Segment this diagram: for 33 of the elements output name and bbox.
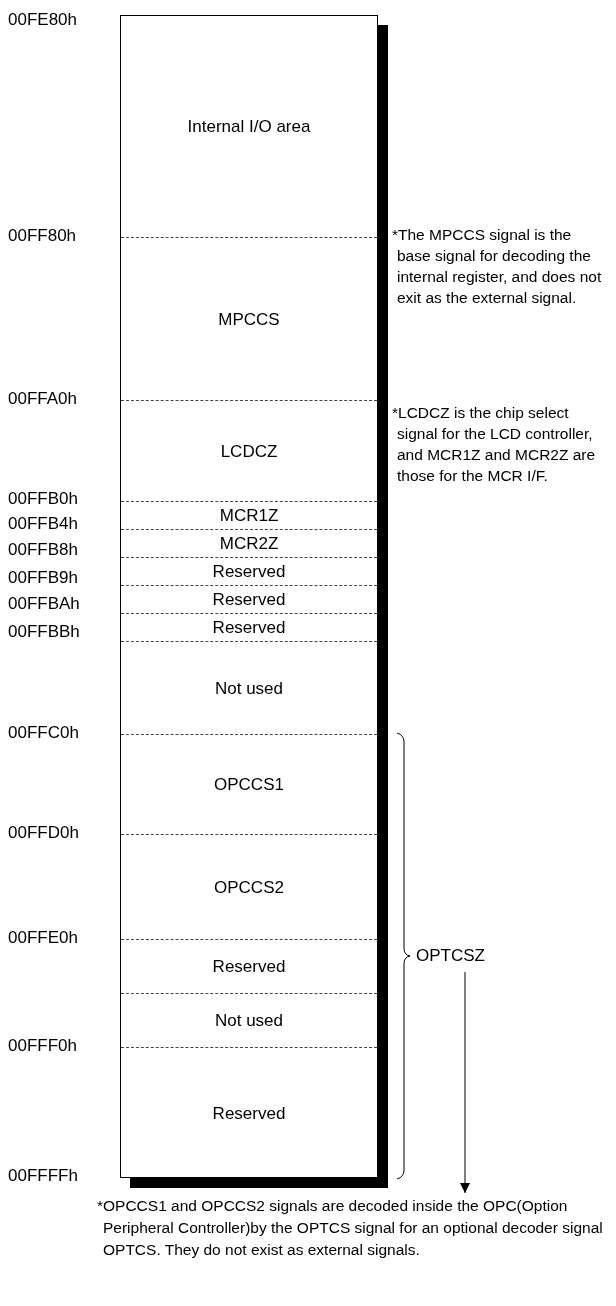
address-label: 00FE80h <box>8 10 77 30</box>
signal-label: OPTCSZ <box>416 944 516 968</box>
address-label: 00FFF0h <box>8 1036 77 1056</box>
arrow <box>460 971 470 1194</box>
region-label: Reserved <box>212 1105 286 1122</box>
address-label: 00FFD0h <box>8 823 79 843</box>
region-label: OPCCS1 <box>214 776 284 793</box>
region-label: Internal I/O area <box>187 118 311 135</box>
region-label: MPCCS <box>218 310 280 328</box>
region-label: Reserved <box>212 563 286 580</box>
address-label: 00FF80h <box>8 226 77 246</box>
region-label: LCDCZ <box>220 442 278 460</box>
address-label: 00FFBAh <box>8 594 80 614</box>
address-label: 00FFBBh <box>8 622 80 642</box>
address-label: 00FFB4h <box>8 514 78 534</box>
address-label: 00FFB9h <box>8 568 78 588</box>
address-label: 00FFE0h <box>8 928 78 948</box>
footnote: *OPCCS1 and OPCCS2 signals are decoded inside the OPC(Option Peripheral Controller)by the OPTCS signal for an optional decoder signal OPTCS. They do not exist as external signals. <box>97 1195 616 1261</box>
address-label: 00FFC0h <box>8 723 79 743</box>
note-text: *LCDCZ is the chip select signal for the LCD controller, and MCR1Z and MCR2Z are those for the MCR I/F. <box>392 403 597 486</box>
region-label: MCR2Z <box>219 535 279 552</box>
region-label: Not used <box>214 679 283 697</box>
region-label: MCR1Z <box>219 507 279 524</box>
region-label: Reserved <box>212 619 286 636</box>
address-label: 00FFFFh <box>8 1166 78 1186</box>
address-label: 00FFB0h <box>8 489 78 509</box>
address-label: 00FFB8h <box>8 540 78 560</box>
address-label: 00FFA0h <box>8 389 77 409</box>
region-label: Reserved <box>212 958 286 975</box>
note-text: *The MPCCS signal is the base signal for decoding the internal register, and does not exit as the external signal. <box>392 225 602 308</box>
region-label: OPCCS2 <box>214 878 284 896</box>
region-label: Reserved <box>212 591 286 608</box>
region-label: Not used <box>214 1012 283 1029</box>
